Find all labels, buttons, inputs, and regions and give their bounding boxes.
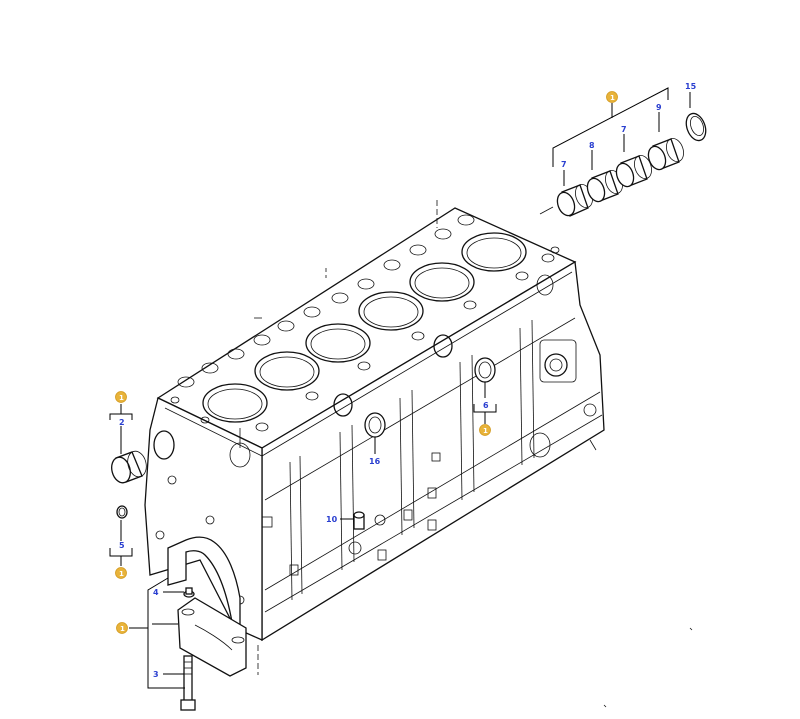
assembly-badge: 1 — [606, 91, 618, 103]
centre-lines — [254, 200, 597, 675]
assembly-badge: 1 — [479, 424, 491, 436]
engine-block — [144, 200, 605, 675]
dowel-10 — [353, 511, 365, 530]
bushing-7b — [615, 154, 652, 188]
plug-5 — [116, 505, 128, 519]
assembly-badge: 1 — [115, 567, 127, 579]
assembly-badges: 1 1 1 1 1 — [115, 91, 618, 634]
seal-ring-15 — [685, 112, 707, 142]
callout-4: 4 — [153, 588, 159, 597]
plug-16 — [364, 412, 386, 438]
leader-lines — [109, 87, 691, 689]
bushing-8 — [586, 169, 623, 203]
bushing-9 — [647, 137, 684, 171]
callout-2: 2 — [119, 418, 125, 427]
washer-4 — [183, 587, 195, 598]
callout-15: 15 — [685, 82, 697, 91]
main-bearing-cap — [177, 597, 247, 677]
callout-8: 8 — [589, 141, 595, 150]
callout-7: 7 — [561, 160, 567, 169]
assembly-badge: 1 — [116, 622, 128, 634]
deck-holes — [170, 214, 560, 432]
svg-text:1: 1 — [119, 570, 124, 578]
callout-labels: 15 9 7 8 7 2 5 6 16 10 4 3 — [119, 82, 697, 679]
assembly-badge: 1 — [115, 391, 127, 403]
callout-9: 9 — [656, 103, 662, 112]
registration-marks — [603, 627, 693, 708]
svg-text:1: 1 — [120, 625, 125, 633]
svg-text:1: 1 — [483, 427, 488, 435]
bushing-7a — [556, 183, 593, 217]
callout-3: 3 — [153, 670, 159, 679]
callout-7: 7 — [621, 125, 627, 134]
plug-6 — [474, 357, 496, 383]
callout-6: 6 — [483, 401, 489, 410]
welch-plug-2 — [111, 450, 147, 484]
callout-5: 5 — [119, 541, 125, 550]
svg-text:1: 1 — [610, 94, 615, 102]
svg-text:1: 1 — [119, 394, 124, 402]
camshaft-bushing-set — [539, 112, 707, 217]
callout-10: 10 — [326, 515, 338, 524]
bolt-3 — [180, 655, 196, 711]
callout-16: 16 — [369, 457, 381, 466]
block-ribs — [264, 317, 603, 613]
cylinder-bores — [202, 232, 527, 423]
block-bosses — [153, 274, 597, 605]
